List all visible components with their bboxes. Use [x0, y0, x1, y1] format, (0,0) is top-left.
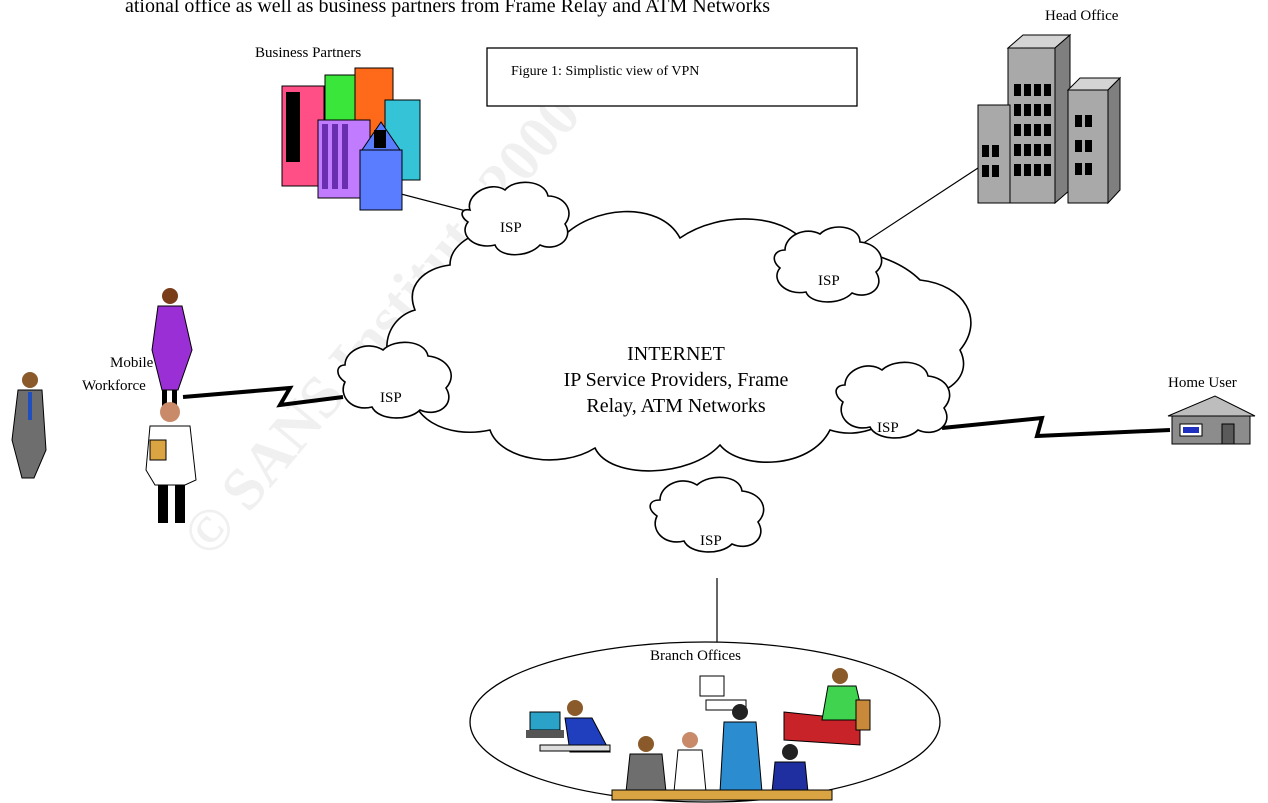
home-user-label: Home User	[1168, 375, 1237, 391]
internet-title: INTERNET	[627, 343, 725, 365]
branch-offices-ellipse	[469, 641, 941, 803]
isp-cloud-right: ISP	[773, 226, 883, 303]
isp-cloud-left: ISP	[337, 341, 452, 419]
internet-line2: Relay, ATM Networks	[586, 395, 765, 417]
top-text-fragment: ational office as well as business partn…	[125, 0, 770, 17]
figure-caption: Figure 1: Simplistic view of VPN	[511, 64, 699, 79]
isp-label-bottom: ISP	[700, 533, 722, 549]
isp-cloud-home: ISP	[835, 361, 951, 439]
mobile-doctor-icon	[145, 402, 197, 523]
branch-offices-label: Branch Offices	[650, 648, 741, 664]
line-headoffice-isp	[861, 167, 979, 245]
isp-label-right: ISP	[818, 273, 840, 289]
zigzag-home-isp	[941, 415, 1171, 439]
business-partners-icon	[281, 67, 421, 211]
isp-cloud-bottom: ISP	[649, 476, 765, 553]
figure-caption-box	[486, 47, 858, 107]
zigzag-mobile-isp	[182, 385, 344, 408]
mobile-label-line1: Mobile	[110, 355, 154, 371]
home-user-icon	[1167, 395, 1256, 445]
business-partners-label: Business Partners	[255, 45, 361, 61]
isp-cloud-top: ISP	[461, 181, 570, 256]
mobile-label-line2: Workforce	[82, 378, 146, 394]
isp-label-top: ISP	[500, 220, 522, 236]
mobile-woman-icon	[151, 288, 193, 408]
branch-offices-people-icon	[526, 668, 871, 801]
mobile-man-left-icon	[11, 372, 47, 479]
head-office-icon	[977, 33, 1122, 205]
internet-line1: IP Service Providers, Frame	[564, 369, 789, 391]
head-office-label: Head Office	[1045, 8, 1119, 24]
isp-label-left: ISP	[380, 390, 402, 406]
isp-label-home: ISP	[877, 420, 899, 436]
